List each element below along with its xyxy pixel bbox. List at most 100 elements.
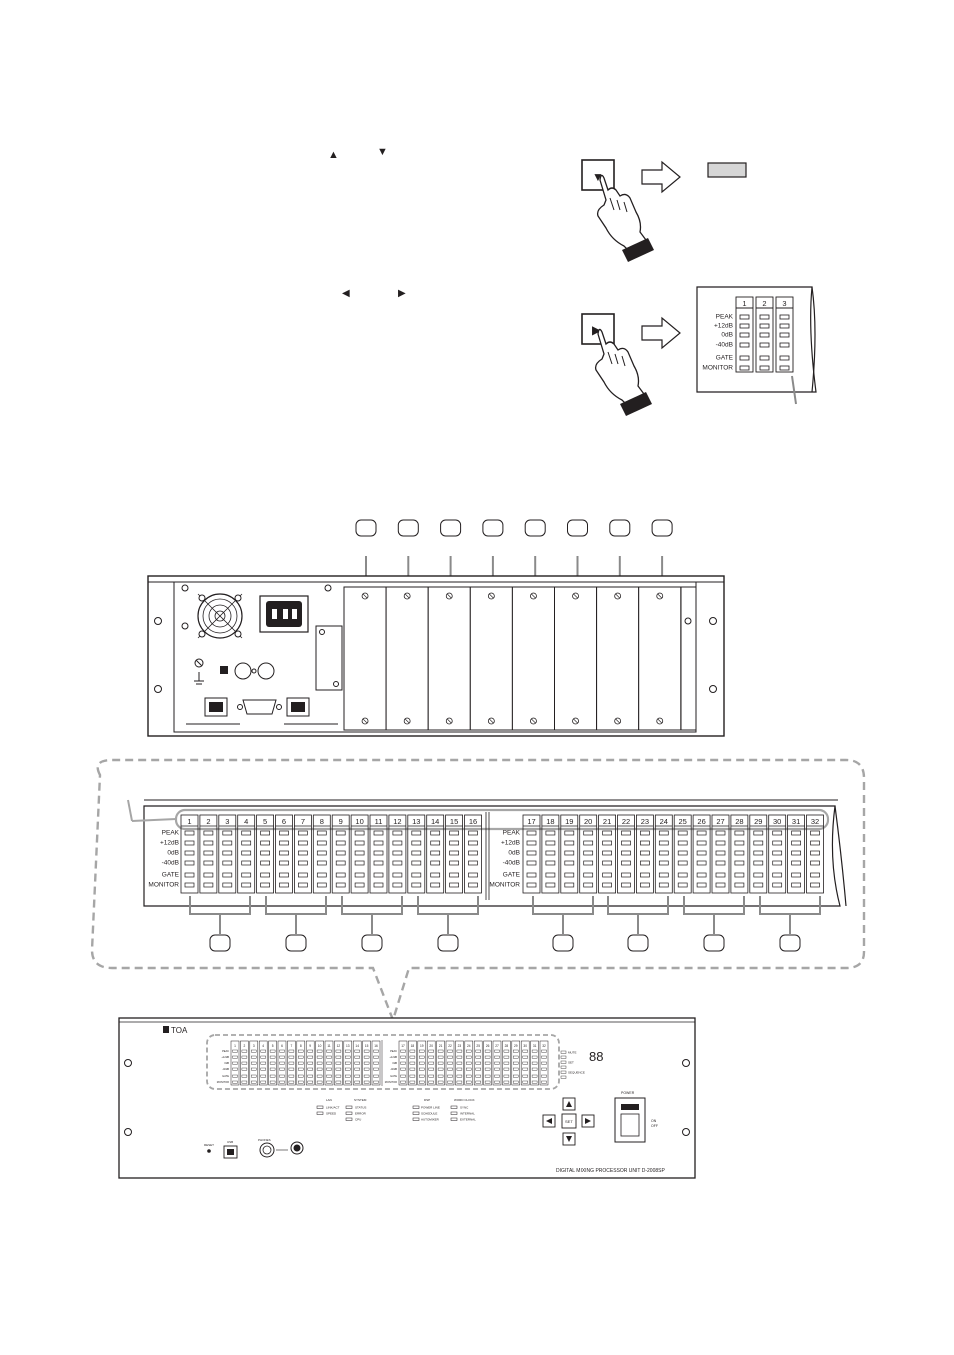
dip-switch[interactable] (220, 666, 228, 674)
led (602, 830, 612, 836)
channel-number: 24 (467, 1044, 471, 1048)
led (779, 314, 790, 320)
led (621, 860, 631, 866)
rack-hole (154, 617, 162, 625)
led (411, 850, 422, 856)
group-callout (209, 934, 231, 952)
meter-channel: 4 (237, 814, 256, 894)
down-key-button[interactable] (581, 159, 615, 191)
led (526, 840, 537, 846)
lan-port-icon[interactable] (204, 697, 228, 717)
led (335, 860, 346, 866)
led (564, 860, 575, 866)
meter-row-label: -40dB (162, 860, 179, 867)
group-callout (703, 934, 725, 952)
led (279, 882, 289, 888)
led (260, 850, 270, 856)
led (279, 840, 289, 846)
led (677, 850, 688, 856)
led (449, 850, 459, 856)
led (203, 840, 214, 846)
led (753, 872, 764, 878)
set-key[interactable] (561, 1113, 577, 1129)
led (203, 850, 214, 856)
led (791, 850, 801, 856)
led (696, 840, 707, 846)
led (373, 860, 384, 866)
led (677, 860, 688, 866)
led (658, 840, 669, 846)
reset-button[interactable]: RESET (204, 1143, 214, 1153)
front-meter-channel: 11 (324, 1040, 334, 1086)
led (449, 830, 459, 836)
led (222, 850, 233, 856)
led (354, 882, 365, 888)
meter-channel: 3 (218, 814, 237, 894)
led (583, 882, 594, 888)
led (621, 830, 631, 836)
led (791, 872, 801, 878)
channel-number: 32 (811, 817, 819, 826)
set-key-label: SET (565, 1119, 573, 1124)
channel-number: 31 (533, 1044, 537, 1048)
channel-group-bracket (683, 896, 745, 952)
led (621, 850, 631, 856)
serial-port-icon[interactable] (237, 699, 282, 715)
system-indicators: SYSTEM STATUS ERROR CPU (345, 1098, 367, 1122)
front-meter-channel: 31 (530, 1040, 539, 1086)
channel-number: 28 (735, 817, 743, 826)
usb-port[interactable]: USB (223, 1140, 238, 1159)
led (526, 830, 537, 836)
led (241, 872, 252, 878)
led (392, 882, 403, 888)
meter-row-label: 0dB (721, 332, 733, 339)
right-key-button[interactable] (581, 313, 615, 345)
led (810, 860, 820, 866)
meter-row-label: -40dB (390, 1067, 397, 1071)
word-clock-indicators: WORD CLOCK SYNC INTERNAL EXTERNAL (450, 1098, 476, 1122)
led (430, 830, 441, 836)
channel-number: 1 (234, 1044, 236, 1048)
front-meter-channel: 21 (436, 1040, 445, 1086)
phones-jack[interactable]: PHONES (258, 1138, 288, 1158)
led (354, 860, 365, 866)
channel-number: 10 (355, 817, 363, 826)
ac-inlet-icon (259, 595, 309, 633)
meter-channel: 23 (636, 814, 654, 894)
led (373, 872, 384, 878)
power-switch[interactable]: POWER ON OFF (614, 1091, 658, 1143)
svg-text:SYNC: SYNC (460, 1106, 469, 1110)
led (640, 850, 650, 856)
volume-knob[interactable] (290, 1141, 304, 1155)
led (430, 840, 441, 846)
front-meter-channel: 20 (426, 1040, 436, 1086)
led (772, 872, 783, 878)
rack-hole (709, 685, 717, 693)
led (602, 850, 612, 856)
led (316, 850, 327, 856)
meter-row-label: -40dB (503, 860, 520, 867)
led (298, 860, 308, 866)
leader-line (791, 375, 797, 405)
led (715, 830, 726, 836)
channel-number: 5 (272, 1044, 274, 1048)
brand-name: TOA (171, 1026, 188, 1035)
led (545, 830, 556, 836)
front-meter-channel: 25 (473, 1040, 483, 1086)
led (468, 882, 478, 888)
lan-port-icon[interactable] (286, 697, 310, 717)
led (753, 830, 764, 836)
led (449, 872, 459, 878)
front-meter-channel: 9 (305, 1040, 315, 1086)
channel-number: 31 (792, 817, 800, 826)
led (583, 840, 594, 846)
svg-text:ERROR: ERROR (355, 1112, 367, 1116)
front-meter-channel: 29 (511, 1040, 521, 1086)
channel-group-bracket (759, 896, 821, 952)
channel-group-bracket (341, 896, 403, 952)
led (772, 860, 783, 866)
front-meter-channel: 13 (343, 1040, 353, 1086)
led (564, 840, 575, 846)
led (696, 860, 707, 866)
led (779, 342, 790, 348)
